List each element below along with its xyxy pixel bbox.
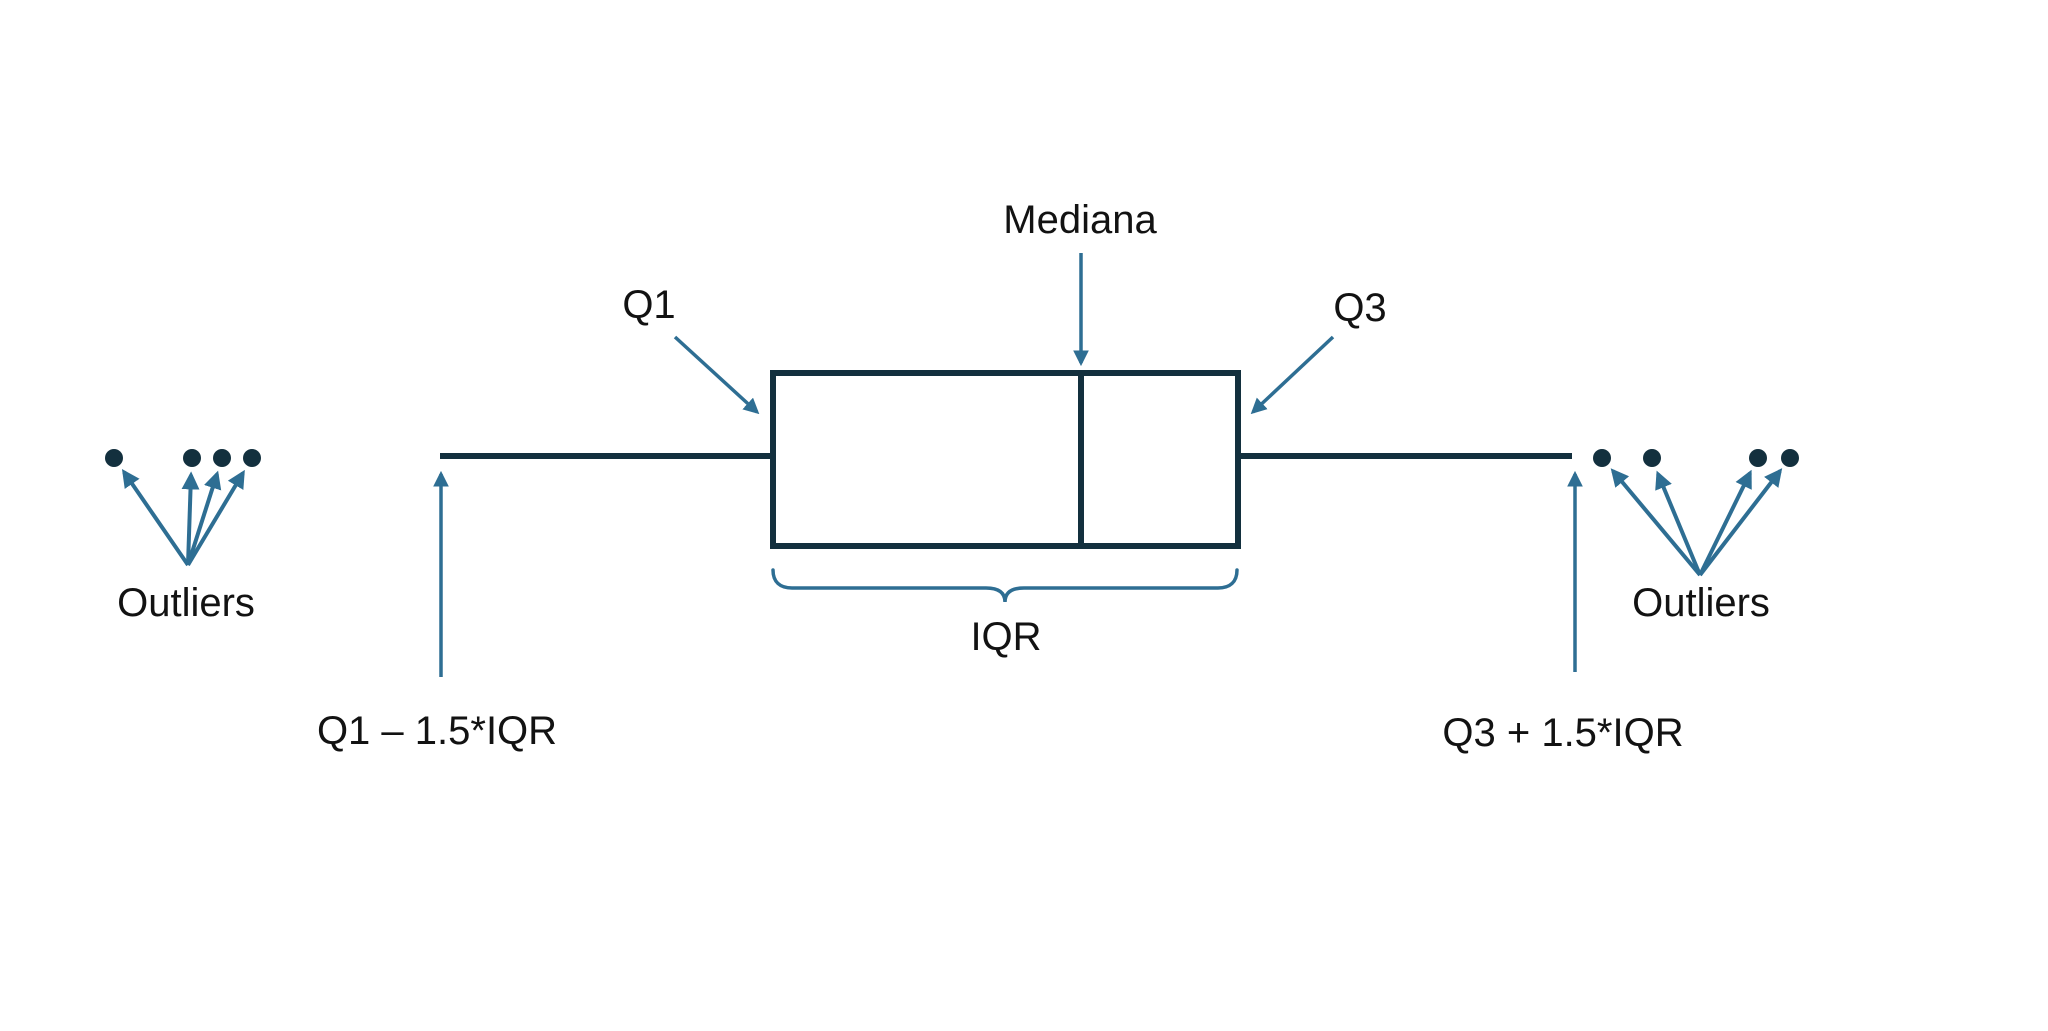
boxplot-shape [440, 370, 1572, 549]
outlier-dot [1749, 449, 1767, 467]
outlier-arrow [121, 469, 190, 567]
left-outlier-arrows [121, 469, 245, 567]
outlier-arrow [186, 469, 245, 567]
annotation-arrows [433, 253, 1583, 677]
outlier-dot [105, 449, 123, 467]
outlier-dot [1781, 449, 1799, 467]
left-outlier-dots [105, 449, 261, 467]
q1-arrow [673, 335, 760, 415]
median-label: Mediana [1003, 198, 1157, 242]
outlier-arrow [1610, 468, 1702, 577]
outliers-right-label: Outliers [1632, 581, 1770, 625]
iqr-label: IQR [970, 615, 1041, 659]
iqr-brace [771, 568, 1239, 603]
iqr-box [770, 370, 1241, 549]
outlier-arrow [1698, 468, 1783, 577]
outlier-arrow [186, 470, 222, 566]
upper-fence-label: Q3 + 1.5*IQR [1442, 711, 1683, 755]
outlier-dot [243, 449, 261, 467]
diagram-labels: Mediana Q1 Q3 Outliers Outliers Q1 – 1.5… [117, 198, 1770, 755]
right-outlier-arrows [1610, 468, 1783, 577]
outlier-arrow [1698, 469, 1752, 576]
q3-label: Q3 [1333, 286, 1386, 330]
outlier-dot [213, 449, 231, 467]
outlier-dot [1643, 449, 1661, 467]
outlier-dot [183, 449, 201, 467]
q3-arrow [1250, 335, 1335, 415]
outlier-arrow [181, 471, 200, 566]
lower-fence-label: Q1 – 1.5*IQR [317, 709, 557, 753]
q1-label: Q1 [622, 283, 675, 327]
right-outlier-dots [1593, 449, 1799, 467]
outlier-dot [1593, 449, 1611, 467]
outlier-arrow [1655, 470, 1702, 576]
outliers-left-label: Outliers [117, 581, 255, 625]
